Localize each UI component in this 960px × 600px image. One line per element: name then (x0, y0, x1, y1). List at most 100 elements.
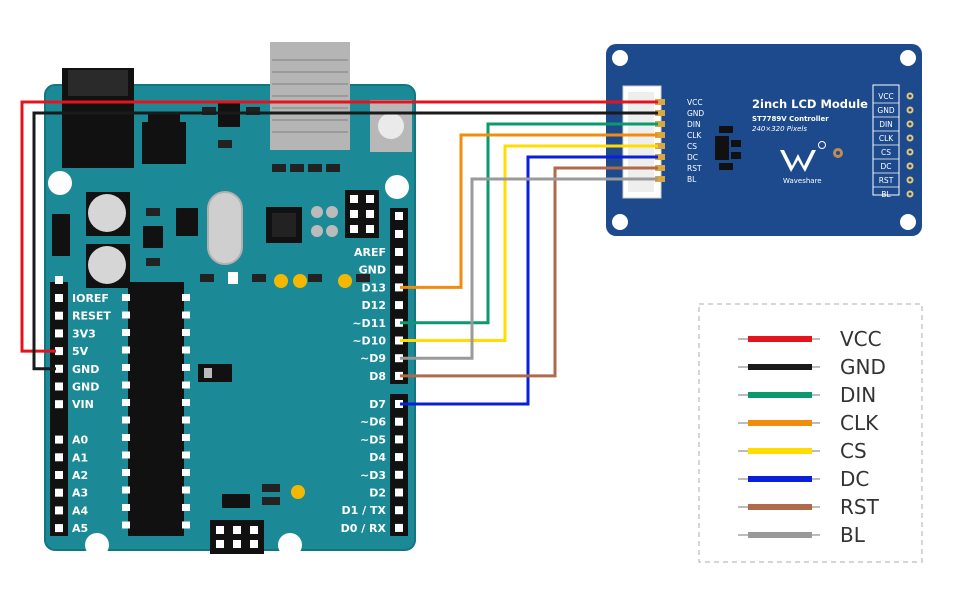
capacitor (88, 246, 126, 284)
header-pin (55, 471, 63, 479)
lcd-resolution: 240×320 Pixels (752, 125, 807, 133)
legend-frame (698, 303, 923, 563)
wire-cs (400, 144, 658, 342)
pin-label-a0: A0 (72, 434, 89, 447)
smd-resistor (326, 164, 340, 172)
chip-pin (182, 504, 190, 511)
pin-label-d10: ~D10 (352, 335, 386, 348)
lcd-pin-label-gnd: GND (687, 109, 704, 118)
legend-label-din: DIN (840, 383, 876, 407)
pin-label-gnd: GND (72, 363, 99, 376)
smd-resistor (146, 208, 160, 216)
chip-pin (122, 399, 130, 406)
smd-resistor (262, 497, 280, 505)
chip-pin (182, 399, 190, 406)
header-pin (395, 283, 403, 292)
chip-pin (182, 329, 190, 336)
chip-pin (182, 381, 190, 389)
lcd-header-label-rst: RST (879, 176, 894, 185)
chip-pin (182, 451, 190, 459)
pin-label-gnd: GND (72, 381, 99, 394)
icsp-header-bottom (210, 520, 264, 554)
header-pin (395, 435, 403, 444)
header-pin (55, 311, 63, 320)
smd-resistor (200, 274, 214, 282)
lcd-pin-label-cs: CS (687, 142, 697, 151)
smd-resistor (290, 164, 304, 172)
lcd-controller: ST7789V Controller (752, 115, 829, 123)
connector-pin (655, 165, 665, 171)
chip-pin (182, 311, 190, 319)
legend-label-rst: RST (840, 495, 880, 519)
header-pin (395, 400, 403, 408)
chip-pin (182, 364, 190, 371)
test-point (326, 225, 338, 237)
connector-pin (655, 176, 665, 182)
test-point (311, 225, 323, 237)
mounting-hole (48, 171, 72, 195)
power-jack-top (68, 70, 128, 96)
wire-vcc (20, 100, 658, 353)
chip-pin (122, 294, 130, 301)
wire-din (400, 122, 658, 325)
header-pin (395, 453, 403, 462)
header-pin (55, 453, 63, 462)
chip-pin (122, 521, 130, 529)
waveshare-logo: Waveshare (780, 141, 826, 185)
pin-label-d3: ~D3 (360, 469, 386, 482)
mounting-hole (900, 214, 916, 230)
smd-resistor (731, 140, 741, 147)
chip-pin (122, 486, 130, 494)
chip-pin (122, 451, 130, 459)
left-pin-header (50, 282, 68, 536)
test-point (311, 206, 323, 218)
legend-label-bl: BL (840, 523, 866, 547)
usb-chip-core (272, 213, 296, 237)
pin-label-reset: RESET (72, 310, 111, 323)
header-pin (395, 318, 403, 327)
chip-pin (122, 434, 130, 441)
pin-label-d12: D12 (362, 299, 386, 312)
legend-label-clk: CLK (840, 411, 879, 435)
lcd-header-label-dc: DC (880, 162, 891, 171)
header-pin (55, 488, 63, 497)
chip-pin (122, 469, 130, 476)
legend-label-cs: CS (840, 439, 867, 463)
registered-mark (818, 141, 826, 149)
chip-pin (182, 346, 190, 354)
smd-component (198, 364, 232, 382)
test-point (326, 206, 338, 218)
header-pin (395, 301, 403, 310)
led-yellow (293, 274, 307, 288)
lcd-pin-label-dc: DC (687, 153, 698, 162)
left-header-pins (55, 276, 63, 533)
smd-component-pad (204, 368, 212, 378)
smd-resistor (731, 152, 741, 159)
header-pin (395, 488, 403, 497)
op-amp-chip (143, 226, 163, 248)
header-pad-hole (908, 192, 912, 196)
legend-label-dc: DC (840, 467, 869, 491)
pin-label-vin: VIN (72, 398, 94, 411)
pin-label-d2: D2 (369, 487, 386, 500)
connector-pin (655, 99, 665, 105)
chip-pin (122, 329, 130, 336)
pin-label-d11: ~D11 (352, 317, 386, 330)
lcd-header-label-clk: CLK (879, 134, 894, 143)
header-pin (55, 364, 63, 373)
mounting-hole (612, 50, 628, 66)
header-pin (55, 276, 63, 284)
smd-resistor (202, 107, 216, 115)
led-yellow (274, 274, 288, 288)
chip-pin (122, 504, 130, 511)
pin-label-a3: A3 (72, 487, 88, 500)
lcd-header-box (872, 84, 900, 196)
right-header-pins (395, 212, 403, 532)
lcd-pin-label-rst: RST (687, 164, 702, 173)
smd-resistor (252, 274, 266, 282)
chip-pin (182, 521, 190, 529)
mounting-hole (900, 50, 916, 66)
